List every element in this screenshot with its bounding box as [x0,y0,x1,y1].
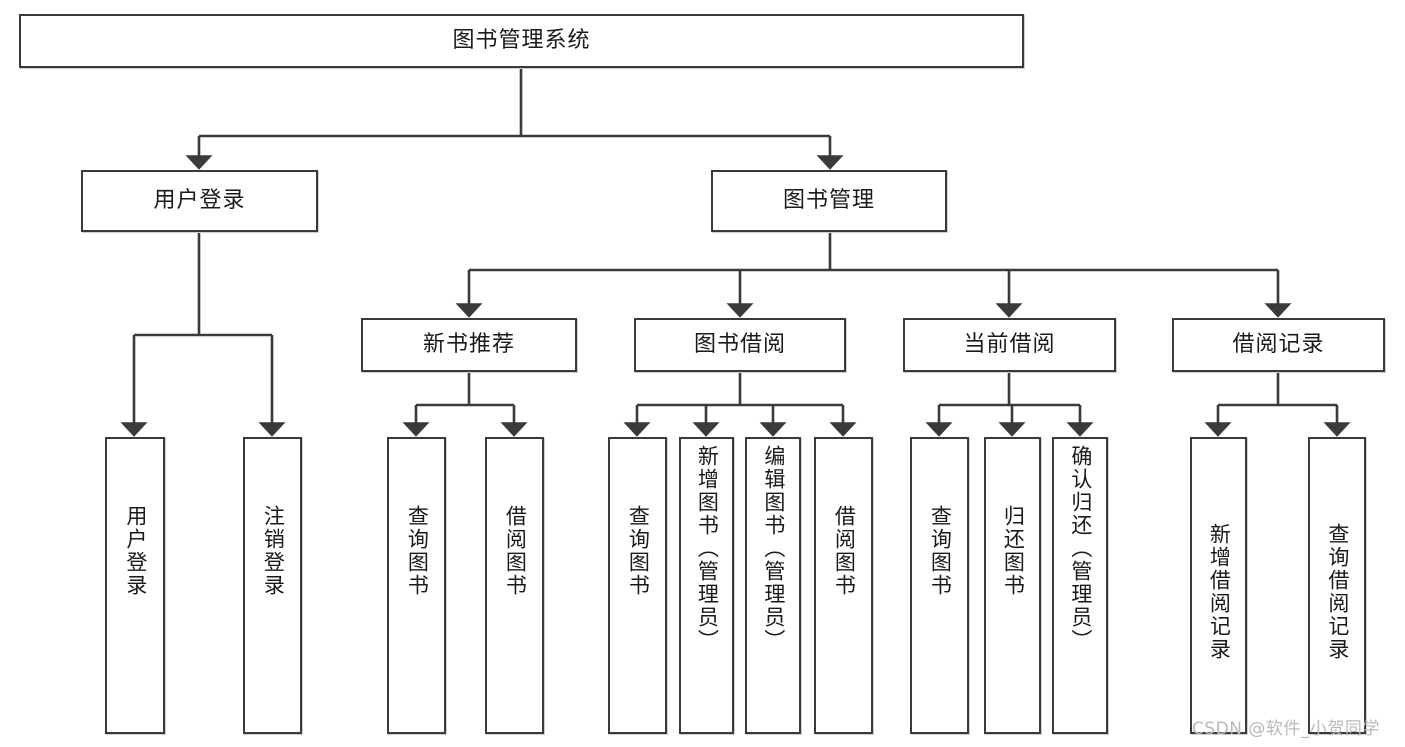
watermark-text: CSDN @软件_小贺同学 [1192,719,1380,739]
leaf-user-login[interactable]: 用户登录 [105,437,165,734]
leaf-add-book-admin[interactable]: 新增图书（管理员） [679,437,734,734]
node-new-book-recommend[interactable]: 新书推荐 [361,318,577,372]
node-current-borrow[interactable]: 当前借阅 [903,318,1116,372]
leaf-add-borrow-record-label: 新增借阅记录 [1207,523,1232,661]
node-current-borrow-label: 当前借阅 [963,331,1056,357]
leaf-query-book-newbook[interactable]: 查询图书 [387,437,446,734]
leaf-borrow-book-newbook-label: 借阅图书 [503,505,528,597]
node-book-borrow-label: 图书借阅 [693,331,786,357]
leaf-confirm-return-admin[interactable]: 确认归还（管理员） [1052,437,1108,734]
leaf-return-book[interactable]: 归还图书 [984,437,1041,734]
leaf-user-login-label: 用户登录 [123,505,148,597]
node-user-login-label: 用户登录 [153,187,246,213]
leaf-add-book-admin-label: 新增图书（管理员） [695,445,720,652]
leaf-query-book-current[interactable]: 查询图书 [910,437,969,734]
leaf-borrow-book-newbook[interactable]: 借阅图书 [485,437,544,734]
node-book-borrow[interactable]: 图书借阅 [634,318,846,372]
node-root-label: 图书管理系统 [452,27,591,53]
node-user-login[interactable]: 用户登录 [81,170,318,232]
leaf-query-borrow-record-label: 查询借阅记录 [1325,523,1350,661]
leaf-edit-book-admin[interactable]: 编辑图书（管理员） [745,437,801,734]
leaf-edit-book-admin-label: 编辑图书（管理员） [761,445,786,652]
leaf-logout[interactable]: 注销登录 [243,437,302,734]
leaf-return-book-label: 归还图书 [1001,505,1026,597]
leaf-logout-label: 注销登录 [261,505,286,597]
leaf-query-book-current-label: 查询图书 [928,505,953,597]
node-book-management-label: 图书管理 [782,187,875,213]
node-borrow-record[interactable]: 借阅记录 [1172,318,1385,372]
node-book-management[interactable]: 图书管理 [711,170,947,232]
leaf-add-borrow-record[interactable]: 新增借阅记录 [1190,437,1247,734]
leaf-query-book-borrow[interactable]: 查询图书 [608,437,667,734]
leaf-query-book-newbook-label: 查询图书 [405,505,430,597]
node-new-book-recommend-label: 新书推荐 [422,331,515,357]
leaf-confirm-return-admin-label: 确认归还（管理员） [1068,445,1093,652]
leaf-query-borrow-record[interactable]: 查询借阅记录 [1308,437,1366,734]
leaf-lend-book[interactable]: 借阅图书 [814,437,873,734]
node-root[interactable]: 图书管理系统 [19,14,1024,68]
leaf-lend-book-label: 借阅图书 [832,505,857,597]
node-borrow-record-label: 借阅记录 [1232,331,1325,357]
leaf-query-book-borrow-label: 查询图书 [626,505,651,597]
